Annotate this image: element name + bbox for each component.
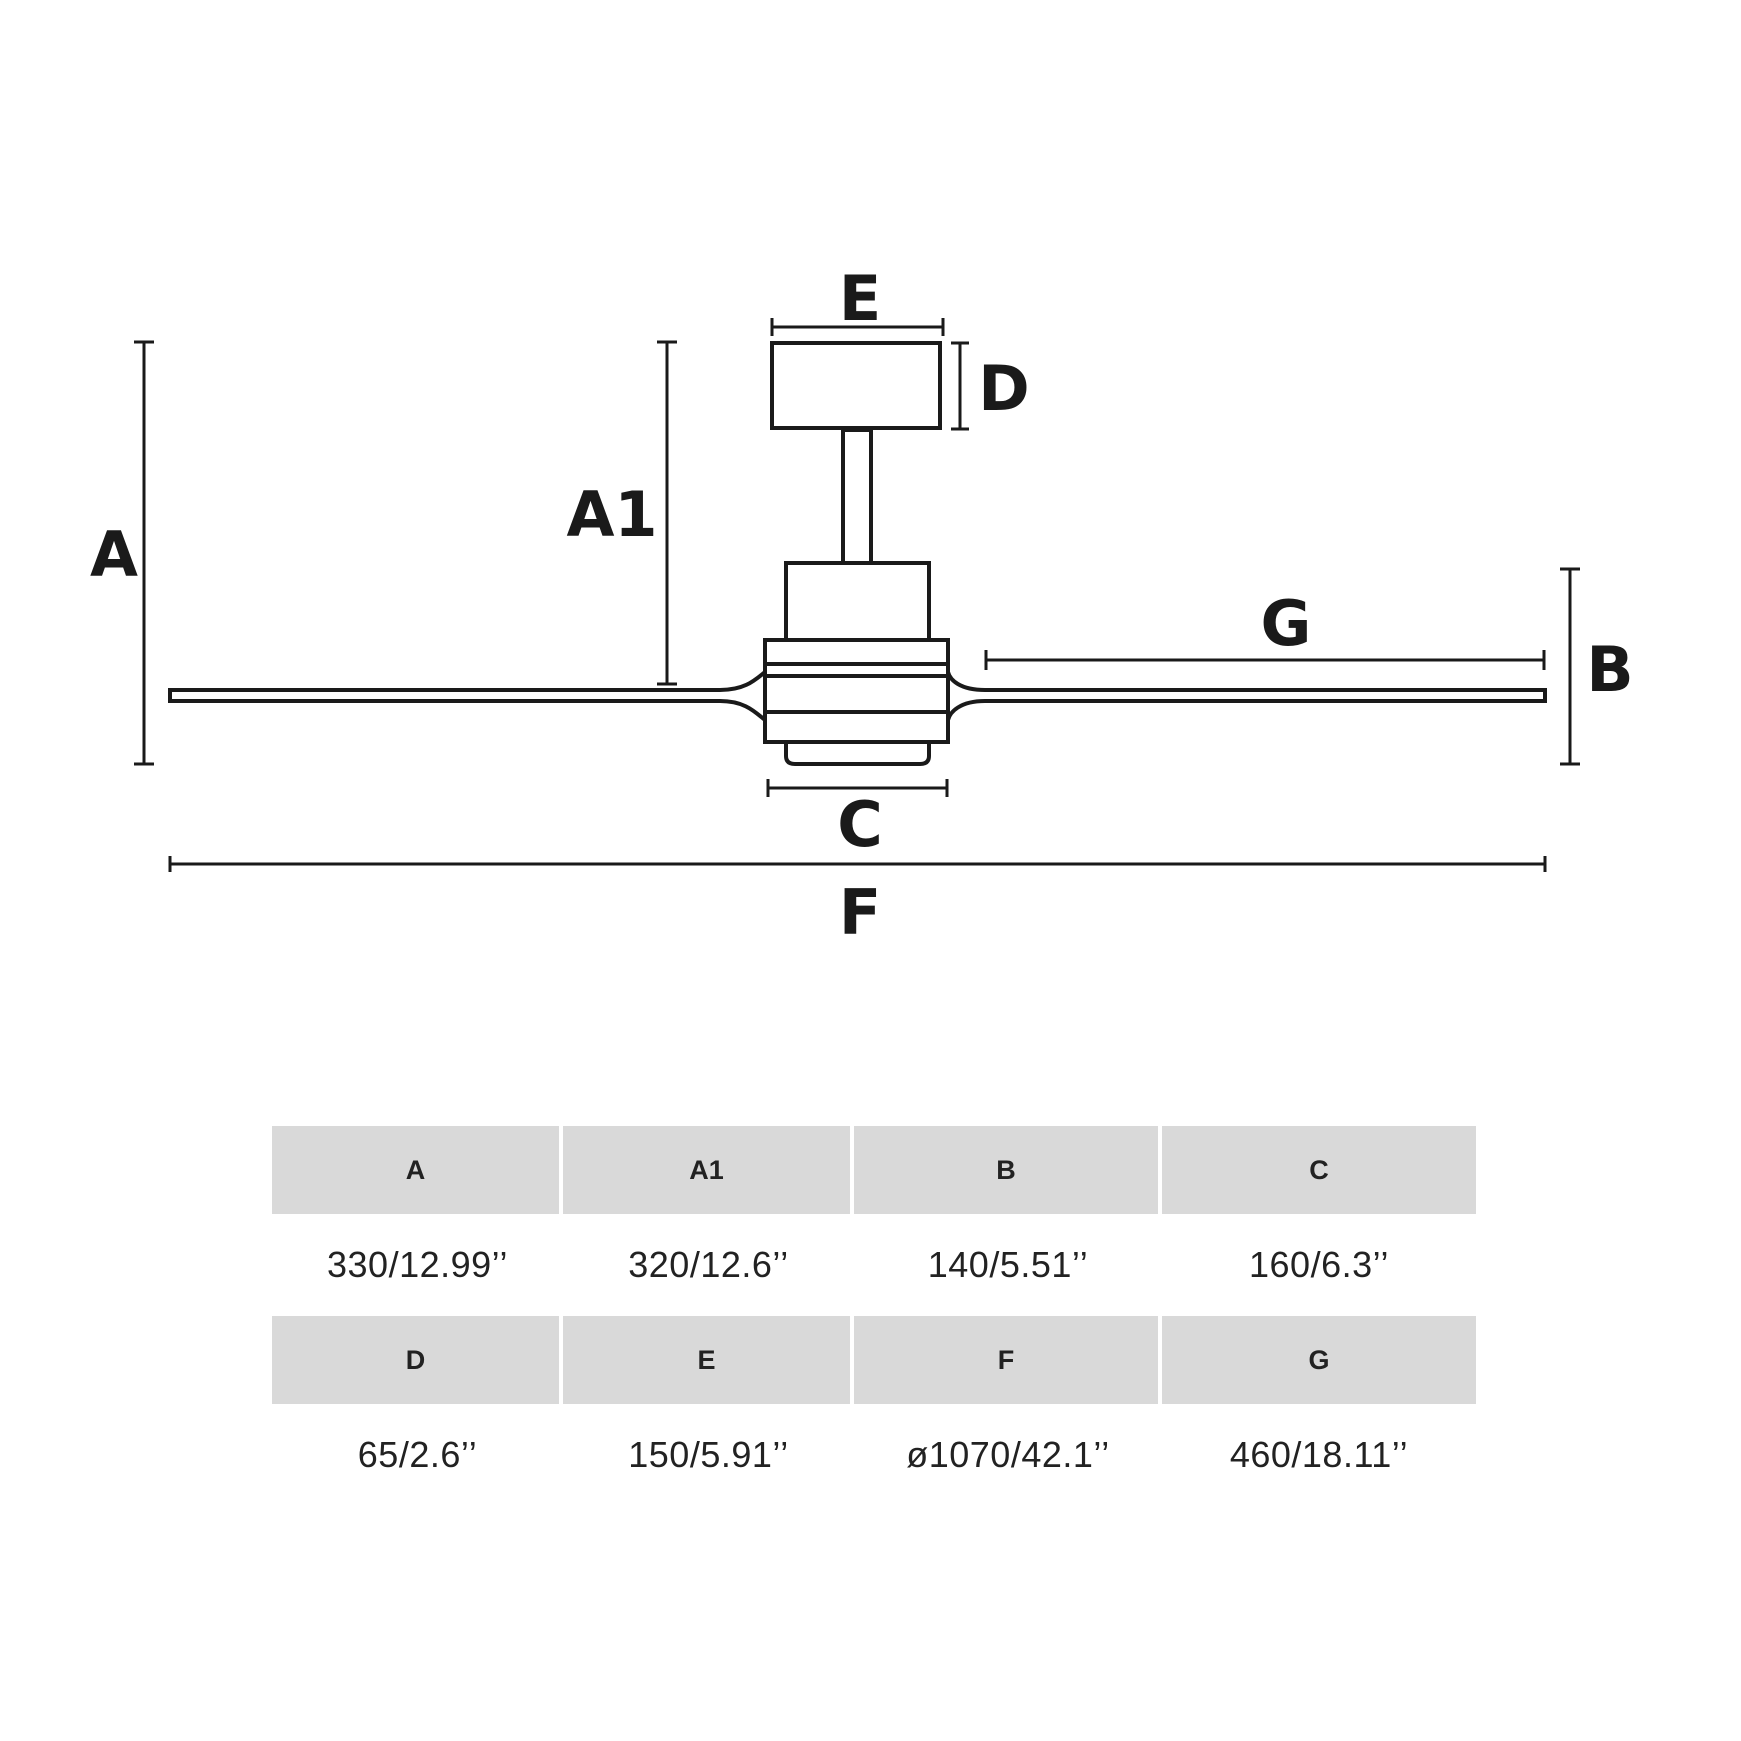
table-header-cell: A [272,1126,563,1214]
table-value-row: 65/2.6’’ 150/5.91’’ ø1070/42.1’’ 460/18.… [272,1404,1476,1506]
motor-housing [763,638,950,744]
canopy [770,341,942,430]
dimension-line-a1 [657,340,677,686]
label-d: D [978,352,1029,425]
ceiling-fan-drawing [168,341,1547,766]
dimension-line-d [951,341,969,431]
label-c: C [837,788,883,861]
table-value-cell: 460/18.11’’ [1229,1434,1409,1475]
table-value-cell: 330/12.99’’ [327,1244,508,1285]
dimension-line-b [1560,567,1580,766]
dimension-line-c [766,779,949,797]
label-a: A [90,518,138,591]
table-header-cell: G [1162,1316,1476,1404]
label-f: F [839,876,881,949]
table-header-cell: C [1162,1126,1476,1214]
dimension-line-f [168,856,1547,872]
table-header-cell: F [854,1316,1162,1404]
table-header-cell: D [272,1316,563,1404]
dimension-line-g [984,650,1546,670]
dimensions-table: A A1 B C 330/12.99’’ 320/12.6’’ 140/5.51… [272,1126,1476,1506]
table-header-row: D E F G [272,1316,1476,1404]
table-value-cell: ø1070/42.1’’ [906,1434,1110,1475]
dimension-line-e [770,318,945,336]
table-header-cell: B [854,1126,1162,1214]
table-value-cell: 160/6.3’’ [1249,1244,1389,1285]
table-header-cell: E [563,1316,854,1404]
table-value-cell: 65/2.6’’ [357,1434,478,1475]
table-value-row: 330/12.99’’ 320/12.6’’ 140/5.51’’ 160/6.… [272,1214,1476,1316]
table-value-cell: 140/5.51’’ [927,1244,1089,1285]
motor-bottom-cap [784,740,931,766]
motor-top-housing [784,561,931,642]
downrod [841,428,873,565]
table-header-row: A A1 B C [272,1126,1476,1214]
table-value-cell: 320/12.6’’ [628,1244,789,1285]
label-a1: A1 [566,478,657,551]
label-b: B [1586,633,1633,706]
label-e: E [839,262,881,335]
table-header-cell: A1 [563,1126,854,1214]
label-g: G [1261,587,1312,660]
table-value-cell: 150/5.91’’ [628,1434,789,1475]
dimension-line-a [134,340,154,766]
